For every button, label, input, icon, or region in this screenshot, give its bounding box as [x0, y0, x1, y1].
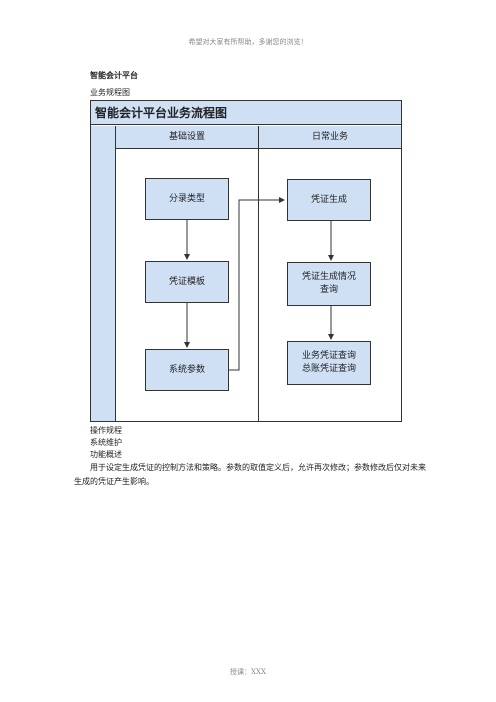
line-operation-rules: 操作规程 [90, 426, 122, 435]
description-paragraph: 用于设定生成凭证的控制方法和策略。参数的取值定义后，允许再次修改；参数修改后仅对… [74, 463, 426, 486]
node-voucher-generate: 凭证生成 [287, 179, 371, 221]
node-system-params: 系统参数 [145, 349, 229, 391]
page-footer-note: 授课：XXX [230, 668, 266, 676]
flowchart-connectors [184, 197, 334, 371]
flowchart-side-strip [91, 126, 116, 421]
arrow-params-to-generate [229, 197, 285, 371]
flowchart-title: 智能会计平台业务流程图 [91, 101, 401, 125]
document-subtitle: 业务规程图 [90, 88, 130, 97]
lane-divider [258, 148, 259, 421]
flowchart: 智能会计平台业务流程图 基础设置 日常业务 分录类型 凭证模板 系统参数 凭证生… [90, 100, 402, 422]
document-title: 智能会计平台 [90, 71, 138, 80]
node-voucher-status-query: 凭证生成情况 查询 [287, 262, 371, 306]
node-entry-type: 分录类型 [145, 178, 229, 220]
lane-header-basic-settings: 基础设置 [116, 126, 259, 149]
line-function-overview: 功能概述 [90, 450, 122, 459]
node-business-voucher-query: 业务凭证查询 总账凭证查询 [287, 341, 371, 385]
lane-header-daily-business: 日常业务 [259, 126, 401, 149]
page-header-note: 希望对大家有所帮助，多谢您的浏览！ [188, 38, 308, 46]
line-system-maintenance: 系统维护 [90, 438, 122, 447]
node-voucher-template: 凭证模板 [145, 261, 229, 303]
